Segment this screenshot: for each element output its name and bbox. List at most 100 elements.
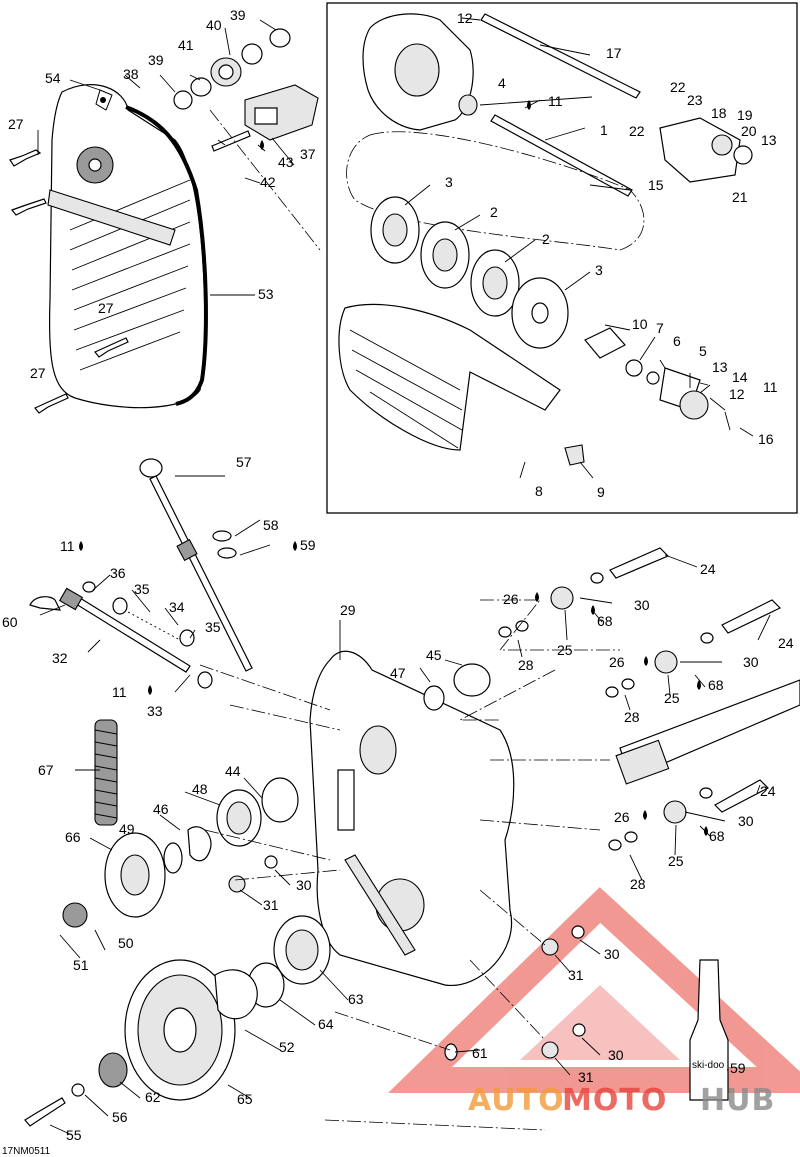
callout: 45 — [426, 647, 442, 663]
callout: 30 — [608, 1047, 624, 1063]
chaincase-29 — [309, 650, 515, 986]
callout: 25 — [664, 690, 680, 706]
callout: 34 — [169, 599, 185, 615]
gear-65 — [24, 959, 236, 1127]
callout: 42 — [260, 174, 276, 190]
callout: 2 — [542, 231, 550, 247]
callout: 1 — [600, 122, 608, 138]
callout: 66 — [65, 829, 81, 845]
callout: 37 — [300, 146, 316, 162]
callout: 28 — [518, 657, 534, 673]
callout: 51 — [73, 957, 89, 973]
cover-gasket — [125, 105, 208, 406]
callout: 44 — [225, 763, 241, 779]
callout: 35 — [205, 619, 221, 635]
svg-text:HUB: HUB — [700, 1083, 775, 1118]
callout: 7 — [656, 320, 664, 336]
callout: 30 — [743, 654, 759, 670]
callout: 26 — [609, 654, 625, 670]
svg-text:ski-doo: ski-doo — [692, 1060, 725, 1071]
callout: 22 — [629, 123, 645, 139]
callout: 67 — [38, 762, 54, 778]
callout: 10 — [632, 316, 648, 332]
callout: 24 — [778, 635, 794, 651]
sprocket-66 — [62, 826, 212, 928]
callout: 9 — [597, 484, 605, 500]
bearings — [214, 663, 491, 1061]
callout: 27 — [30, 365, 46, 381]
callout: 68 — [597, 613, 613, 629]
callout: 25 — [668, 853, 684, 869]
callout: 27 — [98, 300, 114, 316]
callout: 23 — [687, 92, 703, 108]
callout: 21 — [732, 189, 748, 205]
callout: 26 — [614, 809, 630, 825]
callout: 36 — [110, 565, 126, 581]
svg-text:MOTO: MOTO — [562, 1083, 667, 1118]
callout: 29 — [340, 602, 356, 618]
callout: 28 — [624, 709, 640, 725]
inset-parts — [338, 13, 753, 466]
reference-code: 17NM0511 — [2, 1146, 51, 1157]
dipstick-57 — [139, 458, 253, 672]
callout: 30 — [296, 877, 312, 893]
callout: 30 — [634, 597, 650, 613]
chain-67 — [94, 719, 118, 826]
callout: 16 — [758, 431, 774, 447]
parts-37-43 — [173, 28, 319, 152]
callout: 31 — [263, 897, 279, 913]
callout: 20 — [741, 123, 757, 139]
callout: 2 — [490, 204, 498, 220]
callout: 30 — [604, 946, 620, 962]
tensioner-32-34 — [29, 581, 213, 689]
callout: 11 — [112, 684, 127, 700]
alignment-lines — [199, 109, 620, 1131]
callout: 65 — [237, 1091, 253, 1107]
callout: 17 — [606, 45, 622, 61]
watermark-text: AUTO MOTO HUB — [468, 1083, 775, 1118]
callout: 4 — [498, 75, 506, 91]
callout: 35 — [134, 581, 150, 597]
callout: 13 — [712, 359, 728, 375]
callout: 8 — [535, 483, 543, 499]
callout: 46 — [153, 801, 169, 817]
callout: 41 — [178, 37, 194, 53]
callout: 50 — [118, 935, 134, 951]
callout: 47 — [390, 665, 406, 681]
callout: 32 — [52, 650, 68, 666]
callout: 57 — [236, 454, 252, 470]
callout: 11 — [548, 93, 563, 109]
callout: 62 — [145, 1089, 161, 1105]
callout: 55 — [66, 1127, 82, 1143]
callout: 61 — [472, 1045, 488, 1061]
callout: 40 — [206, 17, 222, 33]
callout: 6 — [673, 333, 681, 349]
svg-text:AUTO: AUTO — [468, 1083, 565, 1118]
callout: 11 — [60, 538, 75, 554]
callout-labels: 1 2 2 3 3 4 5 6 7 8 9 10 11 11 12 12 13 … — [2, 7, 794, 1143]
callout: 64 — [318, 1016, 334, 1032]
callout: 60 — [2, 614, 18, 630]
callout: 15 — [648, 177, 664, 193]
callout: 49 — [119, 821, 135, 837]
oil-bottle-59: ski-doo — [689, 959, 729, 1101]
callout: 39 — [148, 52, 164, 68]
callout: 24 — [760, 783, 776, 799]
callout: 33 — [147, 703, 163, 719]
callout: 3 — [595, 262, 603, 278]
callout: 18 — [711, 105, 727, 121]
callout: 22 — [670, 79, 686, 95]
callout: 48 — [192, 781, 208, 797]
callout: 30 — [738, 813, 754, 829]
callout: 59 — [300, 537, 316, 553]
callout: 13 — [761, 132, 777, 148]
watermark-logo — [387, 887, 800, 1093]
callout: 52 — [279, 1039, 295, 1055]
leader-lines — [37, 17, 771, 1136]
callout: 25 — [557, 642, 573, 658]
bolt-27 — [9, 149, 129, 414]
callout: 28 — [630, 876, 646, 892]
callout: 11 — [763, 379, 778, 395]
callout: 56 — [112, 1109, 128, 1125]
